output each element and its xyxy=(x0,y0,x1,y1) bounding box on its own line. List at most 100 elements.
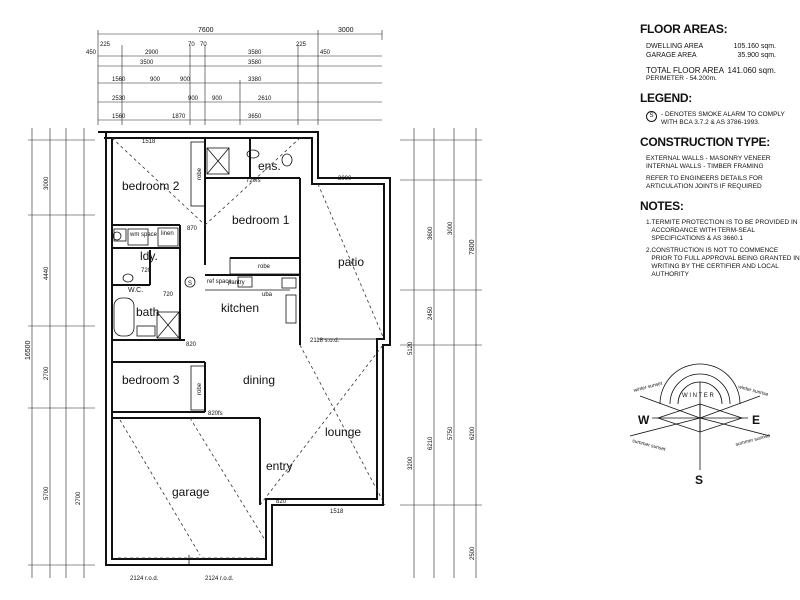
smoke-alarm-icon: S xyxy=(188,281,192,287)
dim-2500: 2500 xyxy=(470,546,476,560)
interior-walls xyxy=(111,137,386,565)
dim-2124-rod: 2124 r.o.d. xyxy=(130,576,159,582)
toilet-icon xyxy=(281,153,293,167)
dim-1518: 1518 xyxy=(142,139,156,145)
compass-east: E xyxy=(752,413,760,427)
dim-right-total: 7800 xyxy=(469,239,476,255)
dwelling-area-value: 105.160 sqm. xyxy=(733,43,776,50)
room-bath: bath xyxy=(136,305,159,319)
toilet-icon xyxy=(122,273,134,283)
room-patio: patio xyxy=(338,255,364,269)
garage-area-value: 35.900 sqm. xyxy=(737,52,776,59)
summer-sunset: summer sunset xyxy=(631,438,666,453)
total-area-row: TOTAL FLOOR AREA 141.060 sqm. xyxy=(646,66,776,75)
room-bedroom-3: bedroom 3 xyxy=(122,373,180,387)
winter-sunset: winter sunset xyxy=(633,380,664,394)
compass-west: W xyxy=(638,413,650,427)
room-lounge: lounge xyxy=(325,425,361,439)
dim-overall-top: 7600 xyxy=(198,27,214,34)
garage-area-label: GARAGE AREA xyxy=(646,52,697,59)
dim-900: 900 xyxy=(180,77,191,83)
dim-1518: 1518 xyxy=(330,509,344,515)
dim-2530: 2530 xyxy=(112,96,126,102)
refer-text: REFER TO ENGINEERS DETAILS FOR ARTICULAT… xyxy=(646,175,763,190)
basin-icon xyxy=(246,149,260,159)
external-walls: EXTERNAL WALLS - MASONRY VENEER xyxy=(646,155,771,162)
dim-6200: 6200 xyxy=(470,426,476,440)
dim-2118-sod: 2118 s.o.d. xyxy=(310,338,340,344)
notes-panel: FLOOR AREAS: DWELLING AREA 105.160 sqm. … xyxy=(640,22,800,279)
smoke-alarm-icon: S xyxy=(646,111,657,122)
room-bedroom-1: bedroom 1 xyxy=(232,213,290,227)
dim-2700: 2700 xyxy=(44,366,50,380)
dim-820fs: 820fs xyxy=(208,411,223,417)
dim-225: 225 xyxy=(296,42,307,48)
legend-text: - DENOTES SMOKE ALARM TO COMPLY WITH BCA… xyxy=(661,111,785,126)
note-1-text: TERMITE PROTECTION IS TO BE PROVIDED IN … xyxy=(651,219,798,242)
dim-1560: 1560 xyxy=(112,114,126,120)
dim-3580: 3580 xyxy=(248,60,262,66)
dim-820: 820 xyxy=(276,499,287,505)
dim-6210: 6210 xyxy=(428,436,434,450)
dim-2900: 2900 xyxy=(145,50,159,56)
room-entry: entry xyxy=(266,459,293,473)
room-garage: garage xyxy=(172,485,210,499)
label-pantry: pantry xyxy=(228,280,245,286)
room-labels: bedroom 2 bedroom 1 ens. patio ldy. W.C.… xyxy=(122,159,364,499)
room-dining: dining xyxy=(243,373,275,387)
note-2-number: 2. xyxy=(646,247,652,254)
dim-450: 450 xyxy=(320,50,331,56)
fixture-labels: robe robe robe linen wm space ref space … xyxy=(129,167,273,395)
room-ens: ens. xyxy=(258,159,281,173)
dim-720fs: 720fs xyxy=(246,178,261,184)
dim-5700: 5700 xyxy=(44,486,50,500)
perimeter: PERIMETER - 54.200m. xyxy=(646,75,717,82)
dim-3000: 3000 xyxy=(44,176,50,190)
dim-3580: 3580 xyxy=(248,50,262,56)
fixtures xyxy=(112,141,301,411)
floor-areas-heading: FLOOR AREAS: xyxy=(640,22,728,36)
dim-3600: 3600 xyxy=(428,226,434,240)
bathtub-icon xyxy=(113,297,135,337)
dim-2610: 2610 xyxy=(258,96,272,102)
dwelling-area-label: DWELLING AREA xyxy=(646,43,704,50)
dim-900: 900 xyxy=(212,96,223,102)
dim-2700: 2700 xyxy=(76,491,82,505)
construction-heading: CONSTRUCTION TYPE: xyxy=(640,135,770,149)
dim-5750: 5750 xyxy=(448,426,454,440)
label-linen: linen xyxy=(161,231,174,237)
dwelling-area-row: DWELLING AREA 105.160 sqm. xyxy=(646,42,776,51)
dim-870: 870 xyxy=(187,226,198,232)
winter-sunrise: winter sunrise xyxy=(737,384,769,398)
dim-1870: 1870 xyxy=(172,114,186,120)
legend-heading: LEGEND: xyxy=(640,91,692,105)
dim-2450: 2450 xyxy=(428,306,434,320)
notes-heading: NOTES: xyxy=(640,199,684,213)
right-dimensions: 3600 3000 6210 5750 6200 2450 5120 3200 … xyxy=(400,128,482,578)
room-bedroom-2: bedroom 2 xyxy=(122,179,180,193)
dim-450: 450 xyxy=(86,50,97,56)
note-2: 2. CONSTRUCTION IS NOT TO COMMENCE PRIOR… xyxy=(646,247,800,279)
top-dimensions: 7600 3000 225 2900 70 70 3580 225 450 45… xyxy=(86,27,383,125)
internal-walls: INTERNAL WALLS - TIMBER FRAMING xyxy=(646,163,764,170)
dim-900: 900 xyxy=(150,77,161,83)
label-robe: robe xyxy=(197,167,203,180)
dim-720: 720 xyxy=(141,268,152,274)
room-ldy: ldy. xyxy=(140,249,158,263)
dim-patio-width: 3000 xyxy=(338,27,354,34)
room-kitchen: kitchen xyxy=(221,301,259,315)
dim-3500: 3500 xyxy=(140,60,154,66)
garage-area-row: GARAGE AREA 35.900 sqm. xyxy=(646,51,776,60)
legend-row: S - DENOTES SMOKE ALARM TO COMPLY WITH B… xyxy=(646,111,800,127)
total-area-value: 141.060 sqm. xyxy=(727,66,776,75)
dim-1560: 1560 xyxy=(112,77,126,83)
dim-70: 70 xyxy=(188,42,195,48)
compass-south: S xyxy=(695,473,703,487)
dim-720: 720 xyxy=(163,292,174,298)
dim-3380: 3380 xyxy=(248,77,262,83)
interior-dim-labels: 1518 1518 2118 s.o.d. 2124 r.o.d. 2124 r… xyxy=(130,139,352,582)
dim-3000: 3000 xyxy=(338,176,352,182)
dim-820: 820 xyxy=(186,342,197,348)
note-2-text: CONSTRUCTION IS NOT TO COMMENCE PRIOR TO… xyxy=(651,247,800,278)
